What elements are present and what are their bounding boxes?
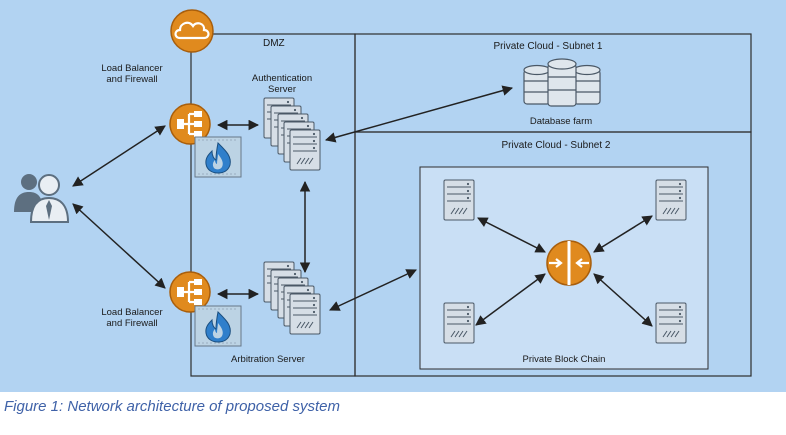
- link-router-node-tr: [593, 215, 653, 253]
- lb-top-label-line2: and Firewall: [106, 74, 157, 85]
- auth-server-label-line2: Server: [268, 84, 296, 95]
- link-node-tl-router: [477, 217, 546, 253]
- lb-bottom-label-line2: and Firewall: [106, 318, 157, 329]
- database-icon: [523, 58, 601, 107]
- subnet2-label: Private Cloud - Subnet 2: [502, 140, 611, 151]
- database-farm-label: Database farm: [530, 116, 592, 127]
- server-icon: [655, 179, 687, 221]
- link-users-lb-bottom: [72, 203, 166, 289]
- figure-caption: Figure 1: Network architecture of propos…: [4, 398, 340, 415]
- users-icon: [14, 174, 70, 223]
- link-router-node-bl: [475, 273, 546, 326]
- server-icon: [443, 179, 475, 221]
- link-router-node-br: [593, 273, 653, 327]
- firewall-icon: [194, 305, 242, 347]
- server-icon: [655, 302, 687, 344]
- subnet1-label: Private Cloud - Subnet 1: [494, 41, 603, 52]
- lb-bottom-label-line1: Load Balancer: [101, 307, 162, 318]
- server-icon: [289, 129, 321, 171]
- dmz-label: DMZ: [263, 38, 285, 49]
- cloud-icon: [170, 9, 214, 53]
- arbitration-server-label: Arbitration Server: [231, 354, 305, 365]
- link-arbitration-blockchain: [329, 269, 417, 311]
- server-icon: [289, 293, 321, 335]
- server-icon: [443, 302, 475, 344]
- firewall-icon: [194, 136, 242, 178]
- lb-top-label-line1: Load Balancer: [101, 63, 162, 74]
- link-users-lb-top: [72, 125, 166, 187]
- auth-server-label-line1: Authentication: [252, 73, 312, 84]
- link-auth-database: [324, 85, 514, 143]
- private-block-chain-label: Private Block Chain: [523, 354, 606, 365]
- subnet2-zone: [354, 131, 752, 377]
- router-icon: [546, 240, 592, 286]
